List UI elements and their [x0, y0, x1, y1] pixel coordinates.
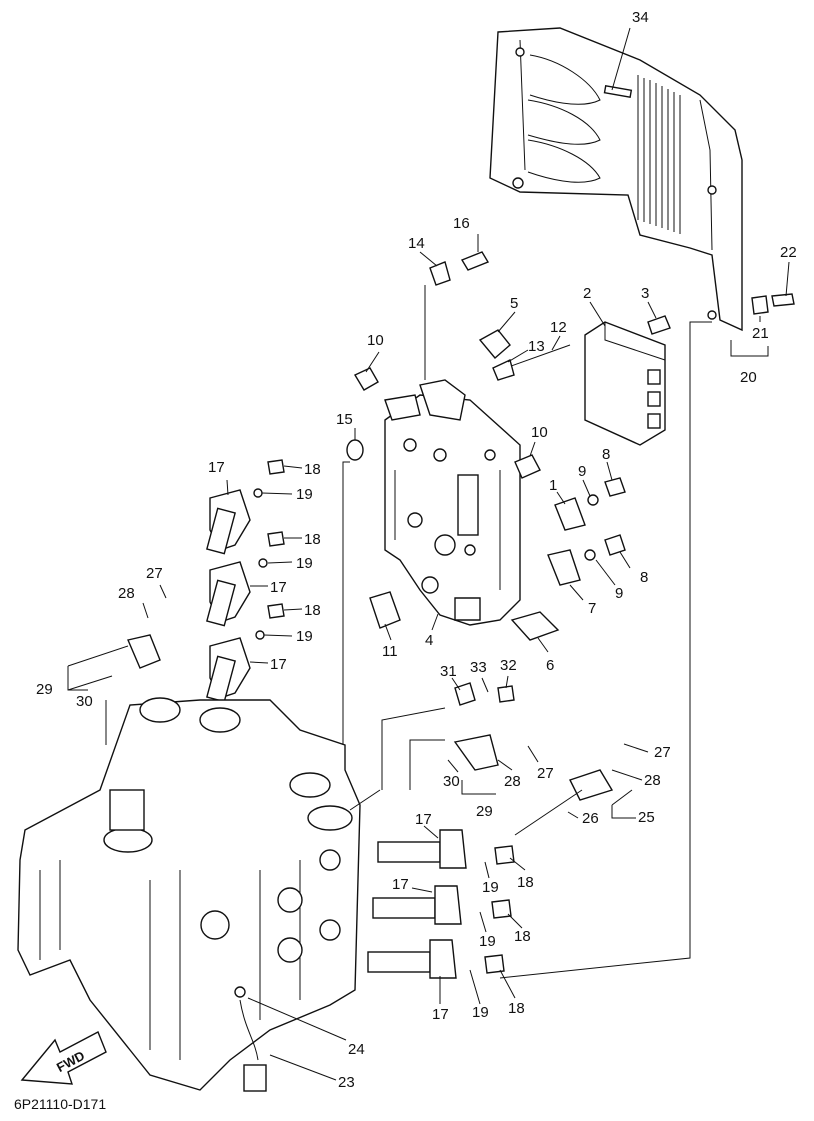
cover-part: [489, 27, 743, 332]
callout-14: 14: [408, 235, 425, 252]
callout-28-left: 28: [118, 585, 135, 602]
callout-15: 15: [336, 411, 353, 428]
callout-21: 21: [752, 325, 769, 342]
diagram-code: 6P21110-D171: [14, 1096, 106, 1112]
callout-30-left: 30: [76, 693, 93, 710]
bracket: [384, 329, 571, 421]
small-parts: [346, 251, 795, 641]
callout-32: 32: [500, 657, 517, 674]
callout-17-top: 17: [208, 459, 225, 476]
callout-17-low: 17: [270, 656, 287, 673]
callout-31: 31: [440, 663, 457, 680]
callout-33: 33: [470, 659, 487, 676]
sensors: [127, 634, 614, 801]
callout-20: 20: [740, 369, 757, 386]
callout-17-r3: 17: [432, 1006, 449, 1023]
callout-28-right: 28: [644, 772, 661, 789]
callout-19-r2: 19: [479, 933, 496, 950]
cover-fins: [637, 75, 681, 234]
engine-block: [17, 697, 361, 1092]
callout-2: 2: [583, 285, 591, 302]
callout-12: 12: [550, 319, 567, 336]
callout-19-mid: 19: [296, 555, 313, 572]
callout-29-mid: 29: [476, 803, 493, 820]
callout-1: 1: [549, 477, 557, 494]
callout-24: 24: [348, 1041, 365, 1058]
callout-18-r1: 18: [517, 874, 534, 891]
callout-28-mid: 28: [504, 773, 521, 790]
callout-18-r3: 18: [508, 1000, 525, 1017]
callout-30-mid: 30: [443, 773, 460, 790]
callout-26: 26: [582, 810, 599, 827]
leader-lines: [67, 27, 790, 1081]
callout-17-mid: 17: [270, 579, 287, 596]
callout-27-left: 27: [146, 565, 163, 582]
callout-7: 7: [588, 600, 596, 617]
callout-17-r1: 17: [415, 811, 432, 828]
callout-labels: 34 22 21 20 16 14 5 2 3 12 13 10 10 15 8…: [36, 9, 797, 1091]
callout-10-mid: 10: [531, 424, 548, 441]
callout-23: 23: [338, 1074, 355, 1091]
callout-13: 13: [528, 338, 545, 355]
callout-17-r2: 17: [392, 876, 409, 893]
fwd-arrow: FWD: [20, 1031, 107, 1085]
callout-3: 3: [641, 285, 649, 302]
callout-9-top: 9: [578, 463, 586, 480]
callout-8-top: 8: [602, 446, 610, 463]
callout-19-r1: 19: [482, 879, 499, 896]
mount-plate: [384, 394, 521, 626]
callout-11: 11: [382, 643, 398, 660]
callout-9-bottom: 9: [615, 585, 623, 602]
callout-16: 16: [453, 215, 470, 232]
callout-19-r3: 19: [472, 1004, 489, 1021]
callout-27-mid: 27: [537, 765, 554, 782]
callout-6: 6: [546, 657, 554, 674]
callout-27-right: 27: [654, 744, 671, 761]
callout-22: 22: [780, 244, 797, 261]
callout-18-mid: 18: [304, 531, 321, 548]
callout-29-left: 29: [36, 681, 53, 698]
callout-25: 25: [638, 809, 655, 826]
callout-34: 34: [632, 9, 649, 26]
callout-10-top: 10: [367, 332, 384, 349]
callout-18-r2: 18: [514, 928, 531, 945]
callout-19-top: 19: [296, 486, 313, 503]
callout-5: 5: [510, 295, 518, 312]
callout-18-low: 18: [304, 602, 321, 619]
callout-19-low: 19: [296, 628, 313, 645]
ignition-coils-right: [367, 829, 515, 979]
callout-18-top: 18: [304, 461, 321, 478]
ecu-module: [584, 321, 666, 446]
callout-8-bottom: 8: [640, 569, 648, 586]
ignition-coils-left: [206, 459, 285, 703]
callout-4: 4: [425, 632, 433, 649]
